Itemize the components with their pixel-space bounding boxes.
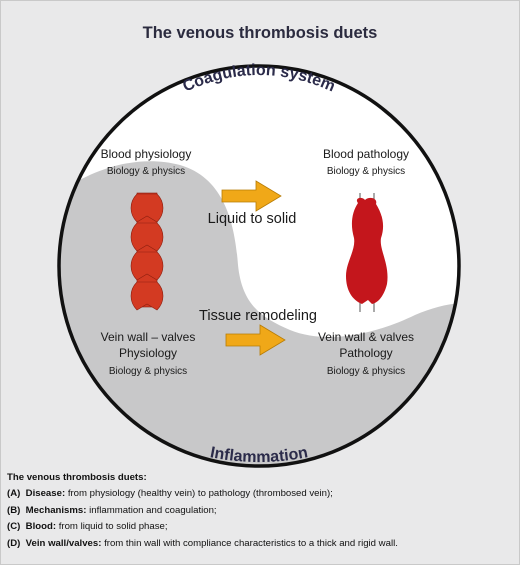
legend-letter: (B) [7,504,21,516]
legend-letter: (A) [7,488,21,500]
legend-item-d: (D) Vein wall/valves: from thin wall wit… [7,536,517,552]
inflammation-label: Inflammation [209,444,309,466]
thrombosed-vein-icon [346,193,388,312]
legend-title: The venous thrombosis duets: [7,472,147,483]
vein-wall-pathology-line2: Pathology [339,346,392,360]
legend-term: Vein wall/valves: [25,537,102,549]
figure-title: The venous thrombosis duets [142,24,378,42]
legend-text: inflammation and coagulation; [89,504,217,516]
legend-item-c: (C) Blood: from liquid to solid phase; [7,519,517,535]
blood-physiology-heading: Blood physiology [101,147,192,161]
vein-wall-physiology-sub: Biology & physics [109,366,187,377]
tissue-remodeling-label: Tissue remodeling [199,308,317,324]
vein-wall-physiology-line2: Physiology [119,346,177,360]
legend-term: Mechanisms: [25,504,87,516]
legend-text: from thin wall with compliance character… [104,537,398,549]
healthy-vein-icon [130,192,164,311]
tissue-remodeling-arrow [225,324,286,356]
vein-wall-pathology-sub: Biology & physics [327,366,405,377]
legend-text: from liquid to solid phase; [58,521,168,533]
legend-letter: (C) [7,521,21,533]
blood-pathology-heading: Blood pathology [323,147,409,161]
legend: The venous thrombosis duets: (A) Disease… [7,470,517,552]
legend-item-a: (A) Disease: from physiology (healthy ve… [7,486,517,502]
outer-circle-border [57,64,461,468]
liquid-to-solid-label: Liquid to solid [208,211,297,227]
legend-letter: (D) [7,537,21,549]
legend-term: Disease: [25,488,66,500]
liquid-to-solid-arrow [221,180,282,212]
duets-diagram: Coagulation system Inflammation Blood ph… [57,62,461,468]
legend-text: from physiology (healthy vein) to pathol… [67,488,333,500]
legend-item-b: (B) Mechanisms: inflammation and coagula… [7,503,517,519]
blood-physiology-sub: Biology & physics [107,166,185,177]
blood-pathology-sub: Biology & physics [327,166,405,177]
vein-wall-pathology-line1: Vein wall & valves [318,330,414,344]
legend-term: Blood: [25,521,57,533]
vein-wall-physiology-line1: Vein wall – valves [101,330,196,344]
